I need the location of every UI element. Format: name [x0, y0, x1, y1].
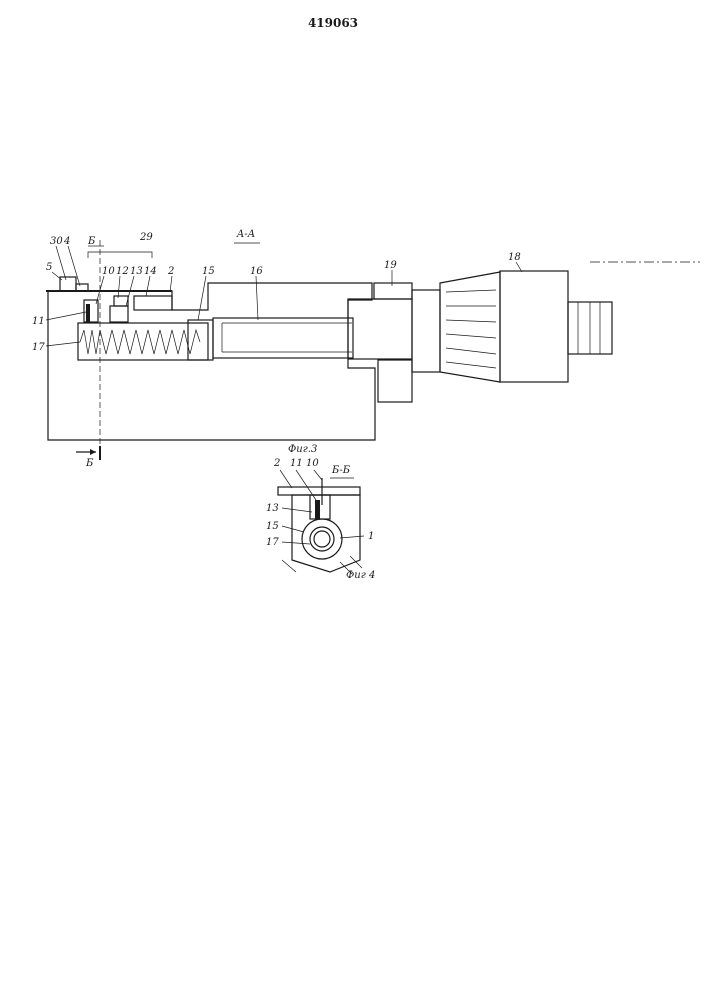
label-cut-bottom: Б	[85, 458, 94, 469]
plunger	[188, 320, 213, 360]
fig4-label-2: 2	[273, 458, 280, 469]
label-16: 16	[250, 266, 263, 277]
fig4-label-17: 17	[266, 537, 279, 548]
bushing-19	[348, 299, 412, 359]
label-cut-top: Б	[87, 236, 96, 247]
slot-14	[134, 296, 172, 310]
label-11: 11	[32, 316, 45, 327]
knurled-nut	[378, 360, 412, 402]
label-2: 2	[167, 266, 174, 277]
ring-19-top	[374, 283, 412, 299]
fig4-label-10: 10	[306, 458, 319, 469]
figure-3-caption: Фиг.3	[288, 444, 317, 455]
fig4-label-13: 13	[266, 503, 279, 514]
label-5: 5	[46, 262, 52, 273]
figure-3: А-А 30 4 Б 29 5 10 12 13 14 2 15 16 19 1…	[32, 229, 700, 469]
fig4-label-1: 1	[368, 531, 374, 542]
section-label-aa: А-А	[236, 229, 256, 240]
part-5	[60, 277, 76, 291]
label-18: 18	[508, 252, 521, 263]
label-15: 15	[202, 266, 215, 277]
pin-11	[86, 304, 90, 322]
fig4-label-15: 15	[266, 521, 279, 532]
cover-plate-2	[278, 487, 360, 495]
spring	[80, 330, 200, 354]
figure-4: Б-Б 2 11 10 13 15 17 1 Фиг 4	[266, 458, 375, 581]
figure-4-caption: Фиг 4	[346, 570, 375, 581]
label-13: 13	[130, 266, 143, 277]
pin-11-section	[315, 500, 320, 519]
housing-body	[48, 283, 375, 440]
patent-number: 419063	[308, 16, 358, 30]
fig4-label-11: 11	[290, 458, 303, 469]
label-14: 14	[144, 266, 157, 277]
part-4	[76, 284, 88, 291]
screw-head-12	[114, 296, 128, 306]
section-label-bb: Б-Б	[331, 465, 351, 476]
handle-cap	[500, 271, 568, 382]
label-4: 4	[63, 236, 70, 247]
label-19: 19	[384, 260, 397, 271]
label-10: 10	[102, 266, 115, 277]
neck	[412, 290, 440, 372]
bore-circle	[302, 519, 342, 559]
label-29: 29	[139, 232, 153, 243]
handle-cone	[440, 272, 500, 382]
screw-13	[110, 306, 128, 322]
bracket-29	[88, 252, 152, 258]
label-30: 30	[50, 236, 63, 247]
handle-ribs	[446, 290, 496, 368]
spring-ring	[314, 531, 330, 547]
label-17: 17	[32, 342, 45, 353]
label-12: 12	[116, 266, 129, 277]
